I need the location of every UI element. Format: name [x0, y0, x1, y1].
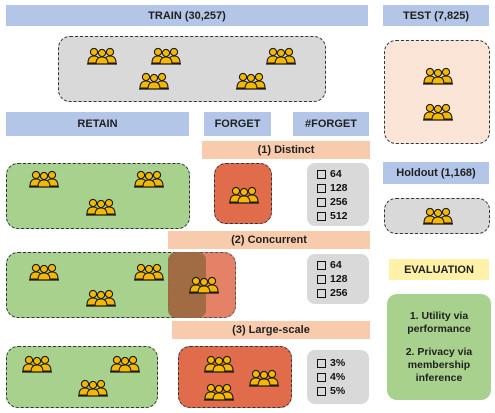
people-group-icon [236, 73, 266, 89]
count-value: 128 [330, 182, 348, 194]
count-value: 256 [330, 287, 348, 299]
distinct-forget-box [214, 163, 272, 224]
people-group-icon [29, 171, 59, 187]
train-header-label: TRAIN (30,257) [148, 9, 226, 22]
people-group-icon [87, 48, 117, 64]
evaluation-utility-text: 1. Utility via performance [407, 309, 471, 335]
checkbox-icon [317, 211, 326, 221]
people-group-icon [134, 171, 164, 187]
people-group-icon [139, 73, 169, 89]
holdout-header-label: Holdout (1,168) [396, 167, 476, 179]
count-option: 512 [317, 209, 369, 223]
people-group-icon [189, 277, 219, 293]
count-value: 4% [330, 371, 346, 383]
count-option: 64 [317, 258, 369, 272]
count-value: 256 [330, 196, 348, 208]
train-group-box [58, 36, 326, 102]
people-group-icon [229, 187, 259, 203]
people-group-icon [266, 48, 296, 64]
count-value: 64 [330, 168, 342, 180]
num-forget-header: #FORGET [293, 112, 369, 136]
count-option: 256 [317, 195, 369, 209]
large-scale-forget-count-list: 3% 4% 5% [307, 350, 369, 404]
people-group-icon [423, 208, 453, 224]
count-value: 512 [330, 210, 348, 222]
checkbox-icon [317, 372, 326, 382]
distinct-forget-icons [215, 164, 273, 225]
checkbox-icon [317, 288, 326, 298]
checkbox-icon [317, 183, 326, 193]
count-option: 128 [317, 272, 369, 286]
distinct-forget-count-list: 64 128 256 512 [307, 163, 369, 226]
test-header-label: TEST (7,825) [402, 9, 470, 22]
retain-header-label: RETAIN [77, 118, 118, 130]
checkbox-icon [317, 358, 326, 368]
count-value: 5% [330, 385, 346, 397]
count-option: 3% [317, 356, 369, 370]
evaluation-header-label: EVALUATION [404, 263, 474, 276]
people-group-icon [29, 264, 59, 280]
people-group-icon [86, 199, 116, 215]
test-header: TEST (7,825) [383, 5, 489, 26]
count-value: 64 [330, 259, 342, 271]
forget-header-label: FORGET [214, 118, 261, 130]
people-group-icon [110, 356, 140, 372]
distinct-section-label: (1) Distinct [202, 141, 370, 159]
large-scale-forget-icons [179, 347, 293, 409]
checkbox-icon [317, 274, 326, 284]
count-value: 3% [330, 357, 346, 369]
forget-header: FORGET [204, 112, 271, 136]
distinct-retain-icons [7, 164, 191, 230]
concurrent-section-label: (2) Concurrent [168, 231, 370, 249]
checkbox-icon [317, 197, 326, 207]
train-header: TRAIN (30,257) [6, 5, 368, 26]
concurrent-forget-icons [168, 252, 236, 318]
people-group-icon [249, 370, 279, 386]
evaluation-box: 1. Utility via performance 2. Privacy vi… [387, 294, 491, 400]
count-option: 128 [317, 181, 369, 195]
people-group-icon [423, 68, 453, 84]
people-group-icon [78, 380, 108, 396]
retain-header: RETAIN [6, 112, 189, 136]
people-group-icon [151, 48, 181, 64]
count-option: 64 [317, 167, 369, 181]
people-group-icon [204, 356, 234, 372]
checkbox-icon [317, 169, 326, 179]
count-value: 128 [330, 273, 348, 285]
holdout-people-icons [385, 199, 491, 235]
concurrent-label-text: (2) Concurrent [231, 234, 307, 246]
large-scale-label-text: (3) Large-scale [232, 324, 310, 336]
large-scale-section-label: (3) Large-scale [172, 321, 370, 339]
test-group-box [384, 40, 490, 144]
distinct-label-text: (1) Distinct [257, 144, 315, 156]
test-people-icons [385, 41, 491, 145]
large-scale-retain-icons [7, 347, 159, 409]
count-option: 5% [317, 384, 369, 398]
distinct-retain-box [6, 163, 190, 229]
checkbox-icon [317, 386, 326, 396]
concurrent-forget-count-list: 64 128 256 [307, 254, 369, 304]
large-scale-retain-box [6, 346, 158, 408]
evaluation-header: EVALUATION [389, 259, 489, 280]
people-group-icon [204, 384, 234, 400]
count-option: 256 [317, 286, 369, 300]
people-group-icon [134, 264, 164, 280]
checkbox-icon [317, 260, 326, 270]
evaluation-privacy-text: 2. Privacy via membership inference [405, 345, 473, 384]
holdout-group-box [384, 198, 490, 234]
holdout-header: Holdout (1,168) [383, 162, 489, 184]
train-people-icons [59, 37, 327, 103]
people-group-icon [22, 356, 52, 372]
count-option: 4% [317, 370, 369, 384]
people-group-icon [86, 290, 116, 306]
large-scale-forget-box [178, 346, 292, 408]
num-forget-header-label: #FORGET [305, 118, 357, 130]
concurrent-overlap-region [168, 252, 206, 318]
people-group-icon [423, 104, 453, 120]
